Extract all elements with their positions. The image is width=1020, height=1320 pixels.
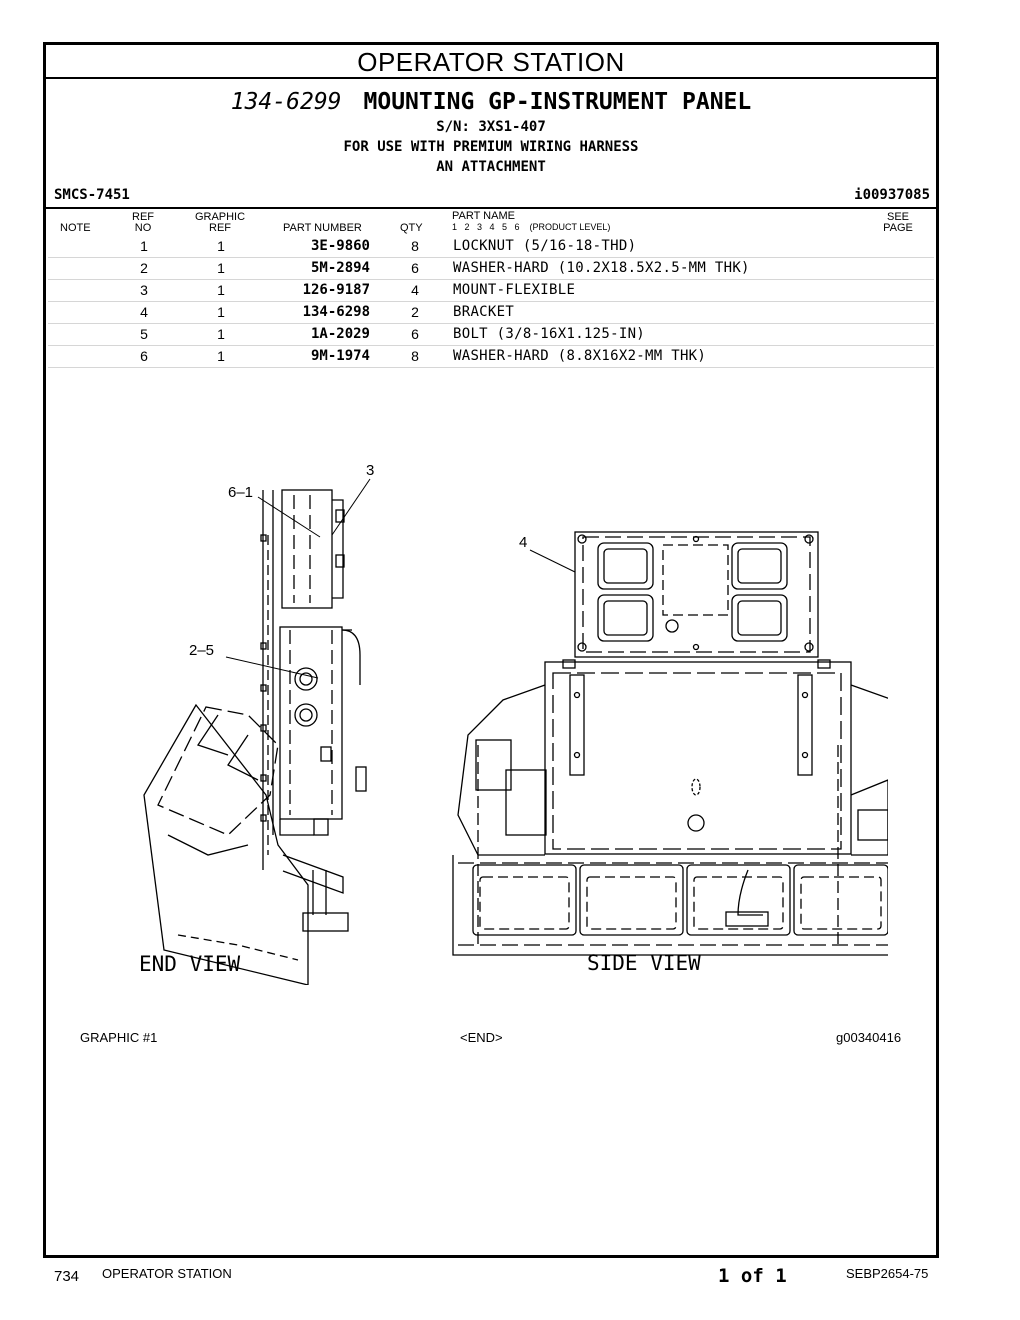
part-name: WASHER-HARD (8.8X16X2-MM THK) <box>453 348 707 364</box>
graphic-ref: 1 <box>217 326 225 342</box>
header-rule <box>46 207 936 209</box>
graphic-ref: 1 <box>217 238 225 254</box>
col-graphic-ref: GRAPHIC REF <box>190 212 250 234</box>
group-heading: 134-6299 MOUNTING GP-INSTRUMENT PANEL <box>46 89 936 115</box>
qty: 6 <box>411 260 419 276</box>
ref-no: 5 <box>140 326 148 342</box>
qty: 6 <box>411 326 419 342</box>
table-row: 2 1 5M-2894 6 WASHER-HARD (10.2X18.5X2.5… <box>48 258 934 280</box>
col-see-page: SEE PAGE <box>878 212 918 234</box>
table-row: 1 1 3E-9860 8 LOCKNUT (5/16-18-THD) <box>48 236 934 258</box>
col-part-name: PART NAME <box>452 210 515 222</box>
graphic-ref: 1 <box>217 348 225 364</box>
col-qty: QTY <box>400 222 423 234</box>
ref-no: 3 <box>140 282 148 298</box>
part-number: 3E-9860 <box>310 238 370 254</box>
group-title: MOUNTING GP-INSTRUMENT PANEL <box>363 89 752 115</box>
part-name: LOCKNUT (5/16-18-THD) <box>453 238 637 254</box>
parts-table: 1 1 3E-9860 8 LOCKNUT (5/16-18-THD) 2 1 … <box>48 236 934 368</box>
qty: 4 <box>411 282 419 298</box>
ref-no: 1 <box>140 238 148 254</box>
ref-no: 4 <box>140 304 148 320</box>
col-ref-no-line1: REF <box>132 211 154 223</box>
attachment-note: AN ATTACHMENT <box>436 159 546 175</box>
table-row: 5 1 1A-2029 6 BOLT (3/8-16X1.125-IN) <box>48 324 934 346</box>
callout-4: 4 <box>519 534 527 551</box>
graphic-ref: 1 <box>217 304 225 320</box>
part-number: 5M-2894 <box>310 260 370 276</box>
page-of: 1 of 1 <box>718 1265 787 1287</box>
qty: 8 <box>411 348 419 364</box>
col-product-levels: 1 2 3 4 5 6 (PRODUCT LEVEL) <box>452 222 611 232</box>
usage-note: FOR USE WITH PREMIUM WIRING HARNESS <box>343 139 639 155</box>
part-name: MOUNT-FLEXIBLE <box>453 282 576 298</box>
part-number: 9M-1974 <box>310 348 370 364</box>
page-number: 734 <box>54 1268 80 1285</box>
table-row: 4 1 134-6298 2 BRACKET <box>48 302 934 324</box>
end-view-label-text: END VIEW <box>139 952 241 976</box>
smcs-code: SMCS-7451 <box>54 187 130 203</box>
table-row: 6 1 9M-1974 8 WASHER-HARD (8.8X16X2-MM T… <box>48 346 934 368</box>
group-part-number: 134-6299 <box>230 89 342 115</box>
part-name: BOLT (3/8-16X1.125-IN) <box>453 326 646 342</box>
qty: 8 <box>411 238 419 254</box>
col-note: NOTE <box>60 222 91 234</box>
doc-id: SEBP2654-75 <box>846 1266 929 1281</box>
graphic-number: GRAPHIC #1 <box>80 1030 158 1045</box>
side-view-drawing <box>452 531 888 956</box>
callout-3: 3 <box>366 462 374 479</box>
qty: 2 <box>411 304 419 320</box>
col-see-page-line2: PAGE <box>883 222 913 234</box>
ref-no: 6 <box>140 348 148 364</box>
col-ref-no: REF NO <box>126 212 160 234</box>
serial-number: S/N: 3XS1-407 <box>436 119 546 135</box>
end-marker: <END> <box>460 1030 503 1045</box>
part-name: BRACKET <box>453 304 515 320</box>
part-name: WASHER-HARD (10.2X18.5X2.5-MM THK) <box>453 260 750 276</box>
col-ref-no-line2: NO <box>134 222 152 234</box>
part-number: 1A-2029 <box>310 326 370 342</box>
part-number: 134-6298 <box>302 304 370 320</box>
illustration-id: i00937085 <box>854 187 930 203</box>
callout-2-5: 2–5 <box>189 642 214 659</box>
graphic-id: g00340416 <box>836 1030 902 1045</box>
table-row: 3 1 126-9187 4 MOUNT-FLEXIBLE <box>48 280 934 302</box>
graphic-ref: 1 <box>217 282 225 298</box>
section-title: OPERATOR STATION <box>46 45 936 79</box>
side-view-label-text: SIDE VIEW <box>587 951 701 975</box>
col-see-page-line1: SEE <box>886 211 909 223</box>
footer-section: OPERATOR STATION <box>102 1266 232 1281</box>
col-part-number: PART NUMBER <box>283 222 362 234</box>
ref-no: 2 <box>140 260 148 276</box>
end-view-drawing <box>143 478 371 985</box>
page-frame: OPERATOR STATION 134-6299 MOUNTING GP-INS… <box>43 42 939 1258</box>
col-graphic-ref-line2: REF <box>209 222 231 234</box>
graphic-ref: 1 <box>217 260 225 276</box>
exploded-view-drawing: 3 6–1 2–5 4 <box>143 462 888 985</box>
callout-6-1: 6–1 <box>228 484 253 501</box>
part-number: 126-9187 <box>302 282 370 298</box>
col-graphic-ref-line1: GRAPHIC <box>194 211 246 223</box>
